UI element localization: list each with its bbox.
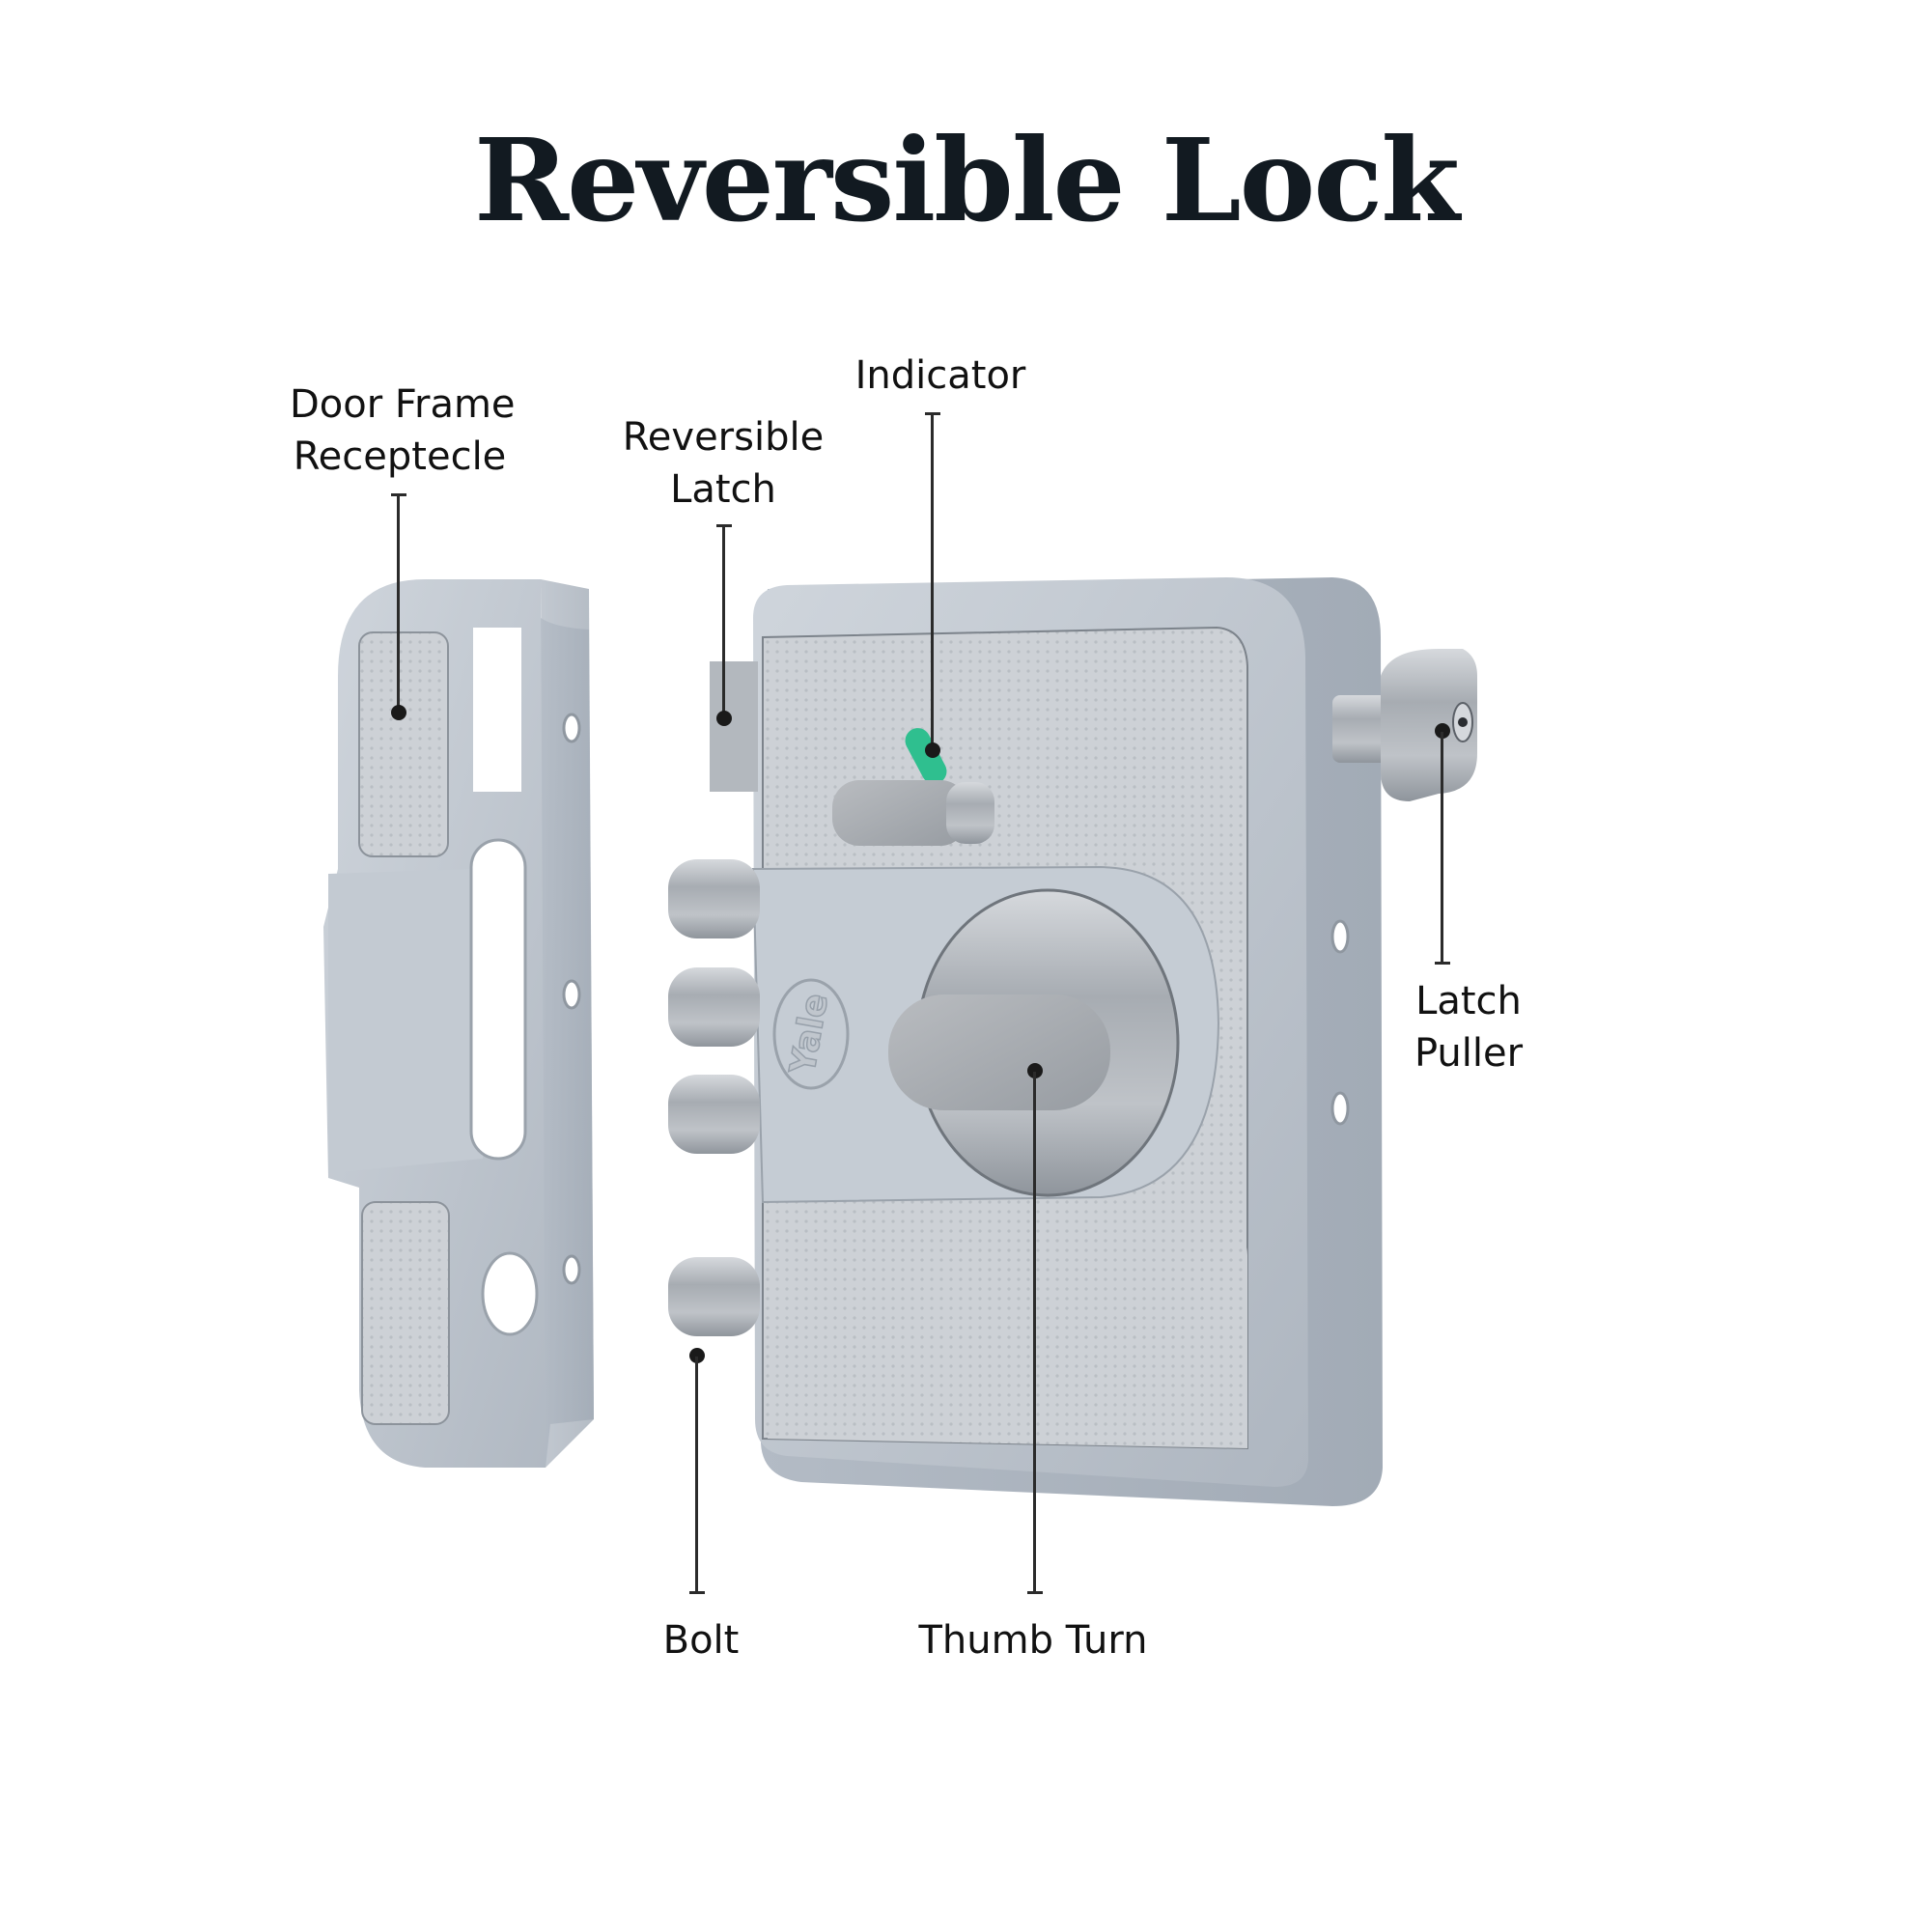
leader-line-indicator xyxy=(931,413,934,749)
label-thumb-turn: Thumb Turn xyxy=(918,1618,1148,1663)
leader-cap-thumb-turn xyxy=(1027,1591,1043,1594)
leader-line-latch-puller xyxy=(1441,732,1443,964)
label-bolt: Bolt xyxy=(662,1618,740,1663)
leader-dot-reversible-latch xyxy=(716,711,732,726)
deadbolts xyxy=(668,859,760,1336)
label-reversible-latch: Reversible Latch xyxy=(622,415,825,512)
leader-cap-bolt xyxy=(689,1591,705,1594)
page-title: Reversible Lock xyxy=(474,113,1460,247)
leader-dot-bolt xyxy=(689,1348,705,1363)
leader-line-bolt xyxy=(695,1357,698,1592)
thumb-turn xyxy=(888,888,1180,1197)
label-latch-puller: Latch Puller xyxy=(1414,979,1524,1076)
reversible-latch xyxy=(710,661,758,792)
leader-dot-thumb-turn xyxy=(1027,1063,1043,1078)
indicator-window xyxy=(832,728,994,846)
leader-cap-latch-puller xyxy=(1435,962,1450,965)
latch-puller xyxy=(1332,649,1477,801)
leader-line-thumb-turn xyxy=(1033,1072,1036,1592)
leader-dot-latch-puller xyxy=(1435,723,1450,739)
leader-dot-indicator xyxy=(925,742,940,758)
label-door-frame-receptacle: Door Frame Receptecle xyxy=(290,382,516,479)
leader-line-door-frame xyxy=(397,494,400,712)
strike-plate xyxy=(323,579,594,1468)
label-indicator: Indicator xyxy=(854,353,1026,398)
leader-dot-door-frame xyxy=(391,705,406,720)
leader-line-reversible-latch xyxy=(722,525,725,718)
